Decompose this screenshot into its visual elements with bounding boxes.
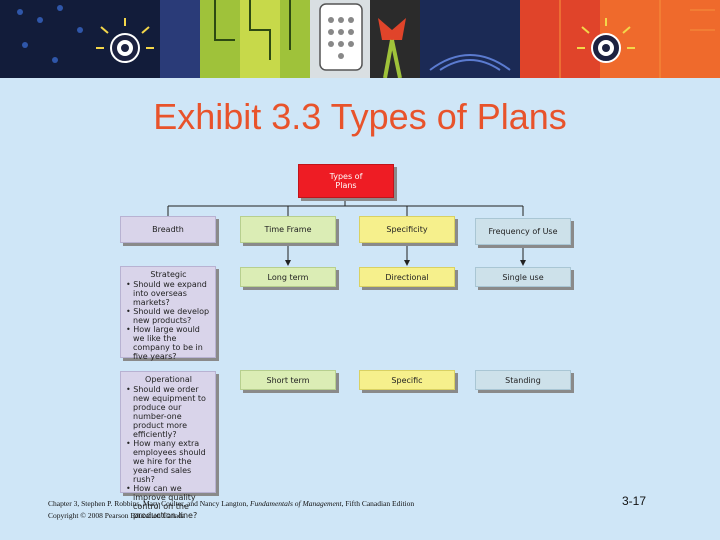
item-operational-bullet: • How many extra employees should we hir… xyxy=(126,439,211,484)
header-breadth: Breadth xyxy=(120,216,216,243)
item-specific: Specific xyxy=(359,370,455,390)
item-strategic-bullet: • Should we expand into overseas markets… xyxy=(126,280,211,307)
item-short-term: Short term xyxy=(240,370,336,390)
item-specific-label: Specific xyxy=(391,376,422,385)
footer-copyright: Copyright © 2008 Pearson Education Canad… xyxy=(48,510,414,522)
item-single-use-label: Single use xyxy=(502,273,543,282)
banner-artwork xyxy=(0,0,720,78)
footer-citation: Chapter 3, Stephen P. Robbins, Mary Coul… xyxy=(48,498,414,522)
root-box: Types of Plans xyxy=(298,164,394,198)
item-operational-name: Operational xyxy=(126,375,211,384)
slide-title: Exhibit 3.3 Types of Plans xyxy=(0,96,720,138)
item-strategic: Strategic • Should we expand into overse… xyxy=(120,266,216,358)
item-strategic-name: Strategic xyxy=(126,270,211,279)
item-directional: Directional xyxy=(359,267,455,287)
header-frequency-label: Frequency of Use xyxy=(488,227,557,236)
page-number: 3-17 xyxy=(600,494,668,508)
item-single-use: Single use xyxy=(475,267,571,287)
item-short-term-label: Short term xyxy=(266,376,309,385)
header-frequency-of-use: Frequency of Use xyxy=(475,218,571,245)
footer-edition: , Fifth Canadian Edition xyxy=(342,499,415,508)
root-label: Types of Plans xyxy=(326,172,366,190)
header-time-frame: Time Frame xyxy=(240,216,336,243)
header-banner xyxy=(0,0,720,78)
item-long-term-label: Long term xyxy=(268,273,309,282)
footer-authors: Chapter 3, Stephen P. Robbins, Mary Coul… xyxy=(48,499,250,508)
item-standing: Standing xyxy=(475,370,571,390)
header-breadth-label: Breadth xyxy=(152,225,184,234)
item-directional-label: Directional xyxy=(385,273,428,282)
item-operational-bullet: • Should we order new equipment to produ… xyxy=(126,385,211,439)
header-specificity: Specificity xyxy=(359,216,455,243)
footer-book-title: Fundamentals of Management xyxy=(250,499,342,508)
footer-line-1: Chapter 3, Stephen P. Robbins, Mary Coul… xyxy=(48,498,414,510)
item-long-term: Long term xyxy=(240,267,336,287)
keypad-icon xyxy=(320,4,362,70)
item-strategic-bullet: • Should we develop new products? xyxy=(126,307,211,325)
header-specificity-label: Specificity xyxy=(386,225,427,234)
item-strategic-bullet: • How large would we like the company to… xyxy=(126,325,211,361)
header-time-frame-label: Time Frame xyxy=(264,225,311,234)
item-standing-label: Standing xyxy=(505,376,541,385)
item-operational: Operational • Should we order new equipm… xyxy=(120,371,216,493)
